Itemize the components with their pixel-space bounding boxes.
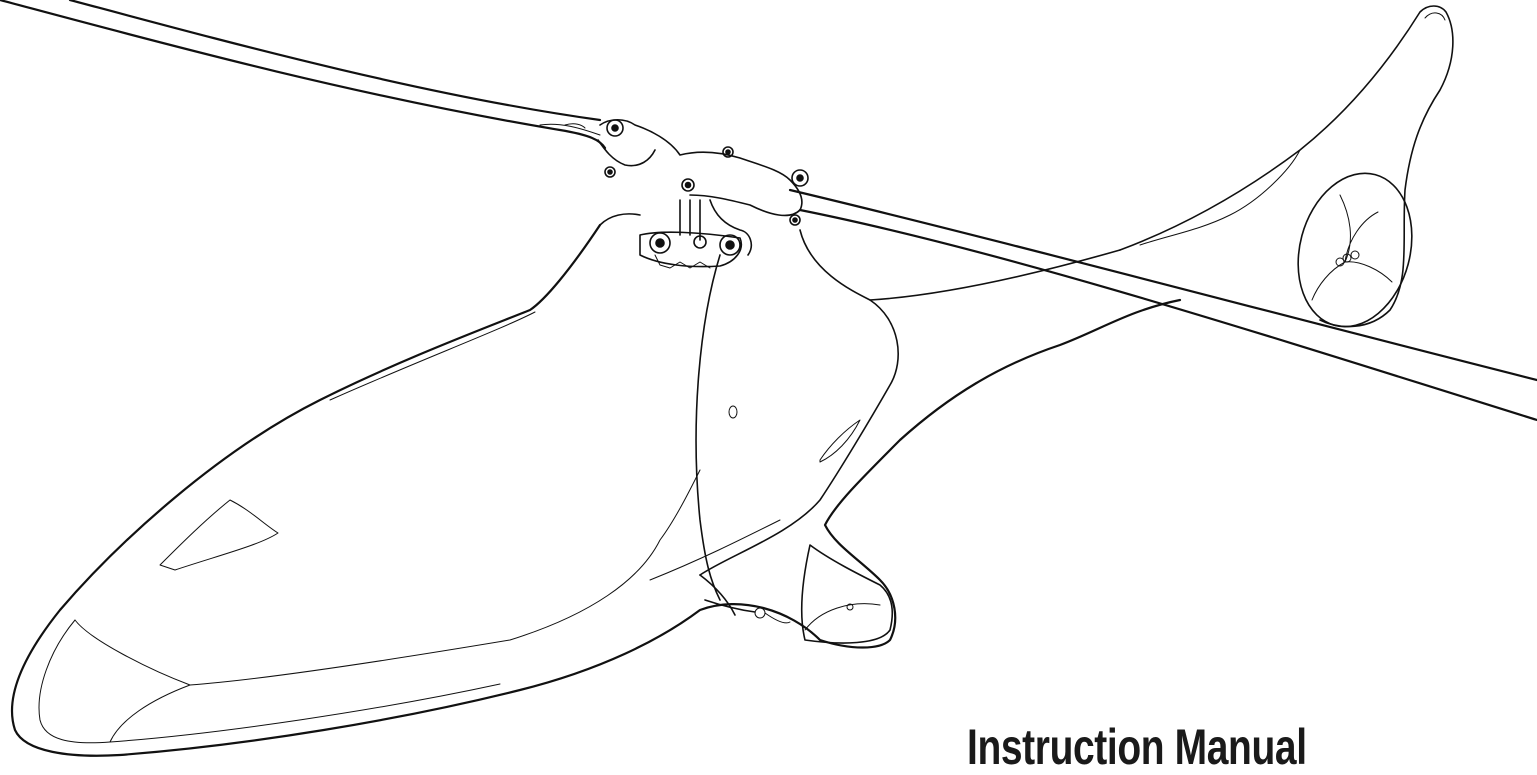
tail-assembly <box>869 5 1454 328</box>
rotor-head <box>597 118 809 269</box>
fuselage <box>10 213 1182 757</box>
main-rotor <box>0 0 1537 422</box>
manual-title: Instruction Manual <box>967 719 1307 775</box>
landing-pod <box>704 544 894 644</box>
